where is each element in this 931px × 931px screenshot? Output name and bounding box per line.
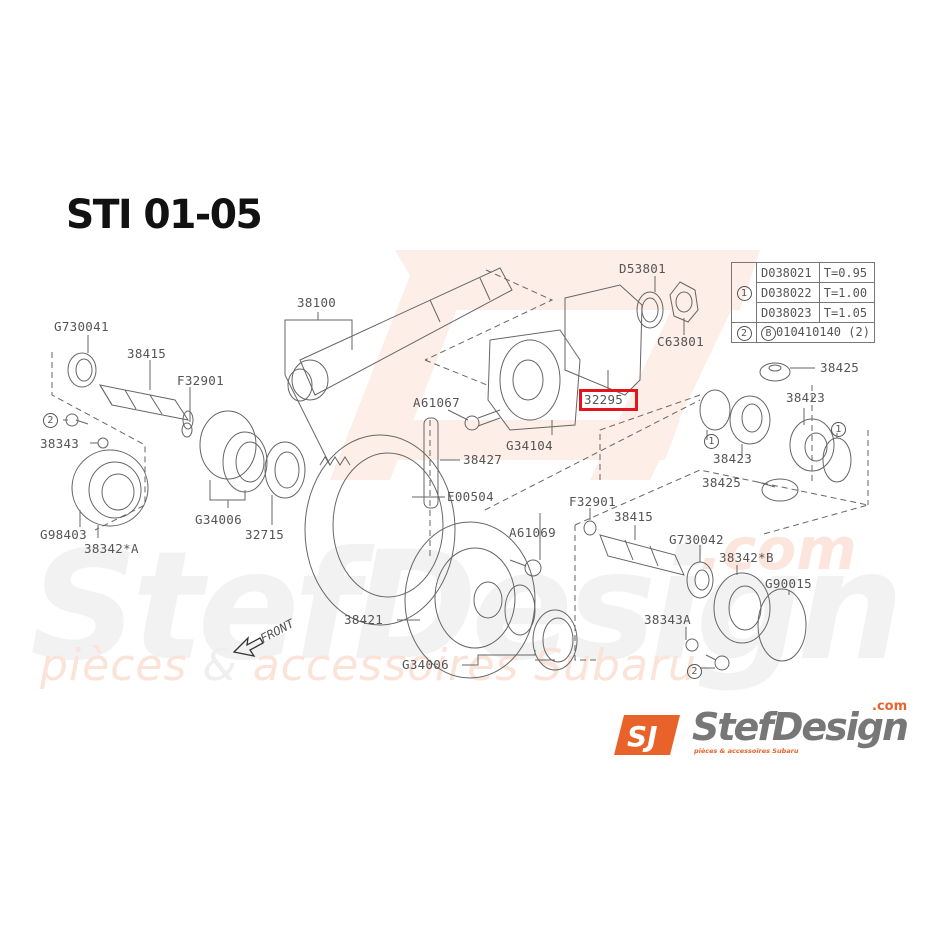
highlight-box-32295 (579, 389, 638, 411)
leader-lines (63, 276, 838, 669)
label-g98403[interactable]: G98403 (40, 527, 87, 542)
bolt-a61069 (509, 559, 542, 577)
cell-part: D038023 (756, 302, 820, 323)
cell-value: T=1.05 (818, 302, 875, 323)
label-g34104[interactable]: G34104 (506, 438, 553, 453)
label-f32901-left[interactable]: F32901 (177, 373, 224, 388)
gear-38342a (71, 449, 149, 527)
watermark-tagline: pièces & accessoires Subaru (40, 640, 697, 691)
logo-tagline: pièces & accessoires Subaru (694, 747, 799, 755)
sj-logo-icon: SJ (614, 715, 680, 755)
pinion-shaft-38100 (287, 267, 513, 402)
cell-part: D038022 (756, 282, 820, 303)
bearing-g34006-left (199, 410, 268, 493)
cell-part: 010410140 (2) (776, 324, 870, 339)
label-d53801[interactable]: D53801 (619, 261, 666, 276)
side-gear-38423-left (699, 389, 771, 445)
label-38425-top[interactable]: 38425 (820, 360, 860, 375)
gasket-32295 (564, 284, 643, 396)
cell-part: D038021 (756, 262, 820, 283)
lock-38343 (97, 437, 109, 449)
ref-2-circle: 2 (736, 325, 752, 341)
table-row: 1 D038021 T=0.95 (731, 262, 875, 323)
label-38421[interactable]: 38421 (344, 612, 384, 627)
nut-c63801 (669, 281, 699, 323)
label-38100[interactable]: 38100 (297, 295, 337, 310)
label-38427[interactable]: 38427 (463, 452, 503, 467)
washer-d53801 (636, 291, 664, 329)
ref-2-right: 2 (687, 664, 702, 679)
oring-f32901-right (583, 520, 597, 536)
shim-spec-table: 1 D038021 T=0.95 D038022 T=1.00 D038023 … (731, 262, 875, 343)
ref-2-left: 2 (43, 413, 58, 428)
cell-value: T=1.00 (818, 282, 875, 303)
dashed-guides (51, 269, 869, 661)
watermark-com: .com (700, 515, 857, 583)
seal-g730042 (686, 561, 714, 599)
front-arrow (232, 636, 264, 657)
ref-1-right: 1 (831, 422, 846, 437)
page-title: STI 01-05 (65, 192, 263, 238)
label-32295[interactable]: 32295 (584, 392, 624, 407)
label-g730041[interactable]: G730041 (54, 319, 109, 334)
logo-name: StefDesign (692, 705, 909, 749)
retainer-g34104 (487, 329, 581, 431)
label-38423-right[interactable]: 38423 (786, 390, 826, 405)
cell-value: T=0.95 (818, 262, 875, 283)
svg-text:SJ: SJ (627, 720, 658, 753)
seal-g730041 (67, 352, 97, 388)
gear-38342b (713, 572, 771, 644)
label-38343a[interactable]: 38343A (644, 612, 691, 627)
pin-38427 (423, 417, 439, 509)
label-f32901-right[interactable]: F32901 (569, 494, 616, 509)
label-38415-right[interactable]: 38415 (614, 509, 654, 524)
bolt-left (65, 413, 89, 427)
oring-g90015 (757, 588, 807, 662)
label-a61069[interactable]: A61069 (509, 525, 556, 540)
diff-case-38421 (404, 521, 536, 679)
bolt-b-circle: B (761, 325, 776, 341)
ring-gear (304, 434, 456, 626)
bearing-g34006-right (504, 584, 578, 671)
lock-38343a (685, 638, 699, 652)
label-g730042[interactable]: G730042 (669, 532, 724, 547)
label-38342b[interactable]: 38342*B (719, 550, 774, 565)
label-g90015[interactable]: G90015 (765, 576, 812, 591)
label-g34006-right[interactable]: G34006 (402, 657, 449, 672)
bolt-right (705, 654, 730, 671)
label-g34006-left[interactable]: G34006 (195, 512, 242, 527)
label-38342a[interactable]: 38342*A (84, 541, 139, 556)
label-38423-left[interactable]: 38423 (713, 451, 753, 466)
bolt-a61067 (464, 409, 501, 431)
ref-1-left: 1 (704, 434, 719, 449)
ref-1-circle: 1 (736, 285, 752, 301)
stefdesign-logo[interactable]: SJ StefDesign .com pièces & accessoires … (614, 699, 919, 763)
logo-com: .com (872, 699, 908, 714)
bearing-32715 (264, 441, 306, 499)
pinion-38425-bottom (761, 478, 799, 502)
table-row: D038023 T=1.05 (732, 302, 875, 323)
table-row: D038022 T=1.00 (732, 282, 875, 303)
label-e00504[interactable]: E00504 (447, 489, 494, 504)
label-32715[interactable]: 32715 (245, 527, 285, 542)
label-38343[interactable]: 38343 (40, 436, 80, 451)
label-c63801[interactable]: C63801 (657, 334, 704, 349)
label-38425-bottom[interactable]: 38425 (702, 475, 742, 490)
shaft-38415-right (599, 534, 685, 576)
pinion-38425-top (759, 362, 791, 382)
label-a61067[interactable]: A61067 (413, 395, 460, 410)
oring-f32901-left (181, 422, 193, 438)
shaft-38415-left (98, 384, 194, 430)
label-38415-left[interactable]: 38415 (127, 346, 167, 361)
